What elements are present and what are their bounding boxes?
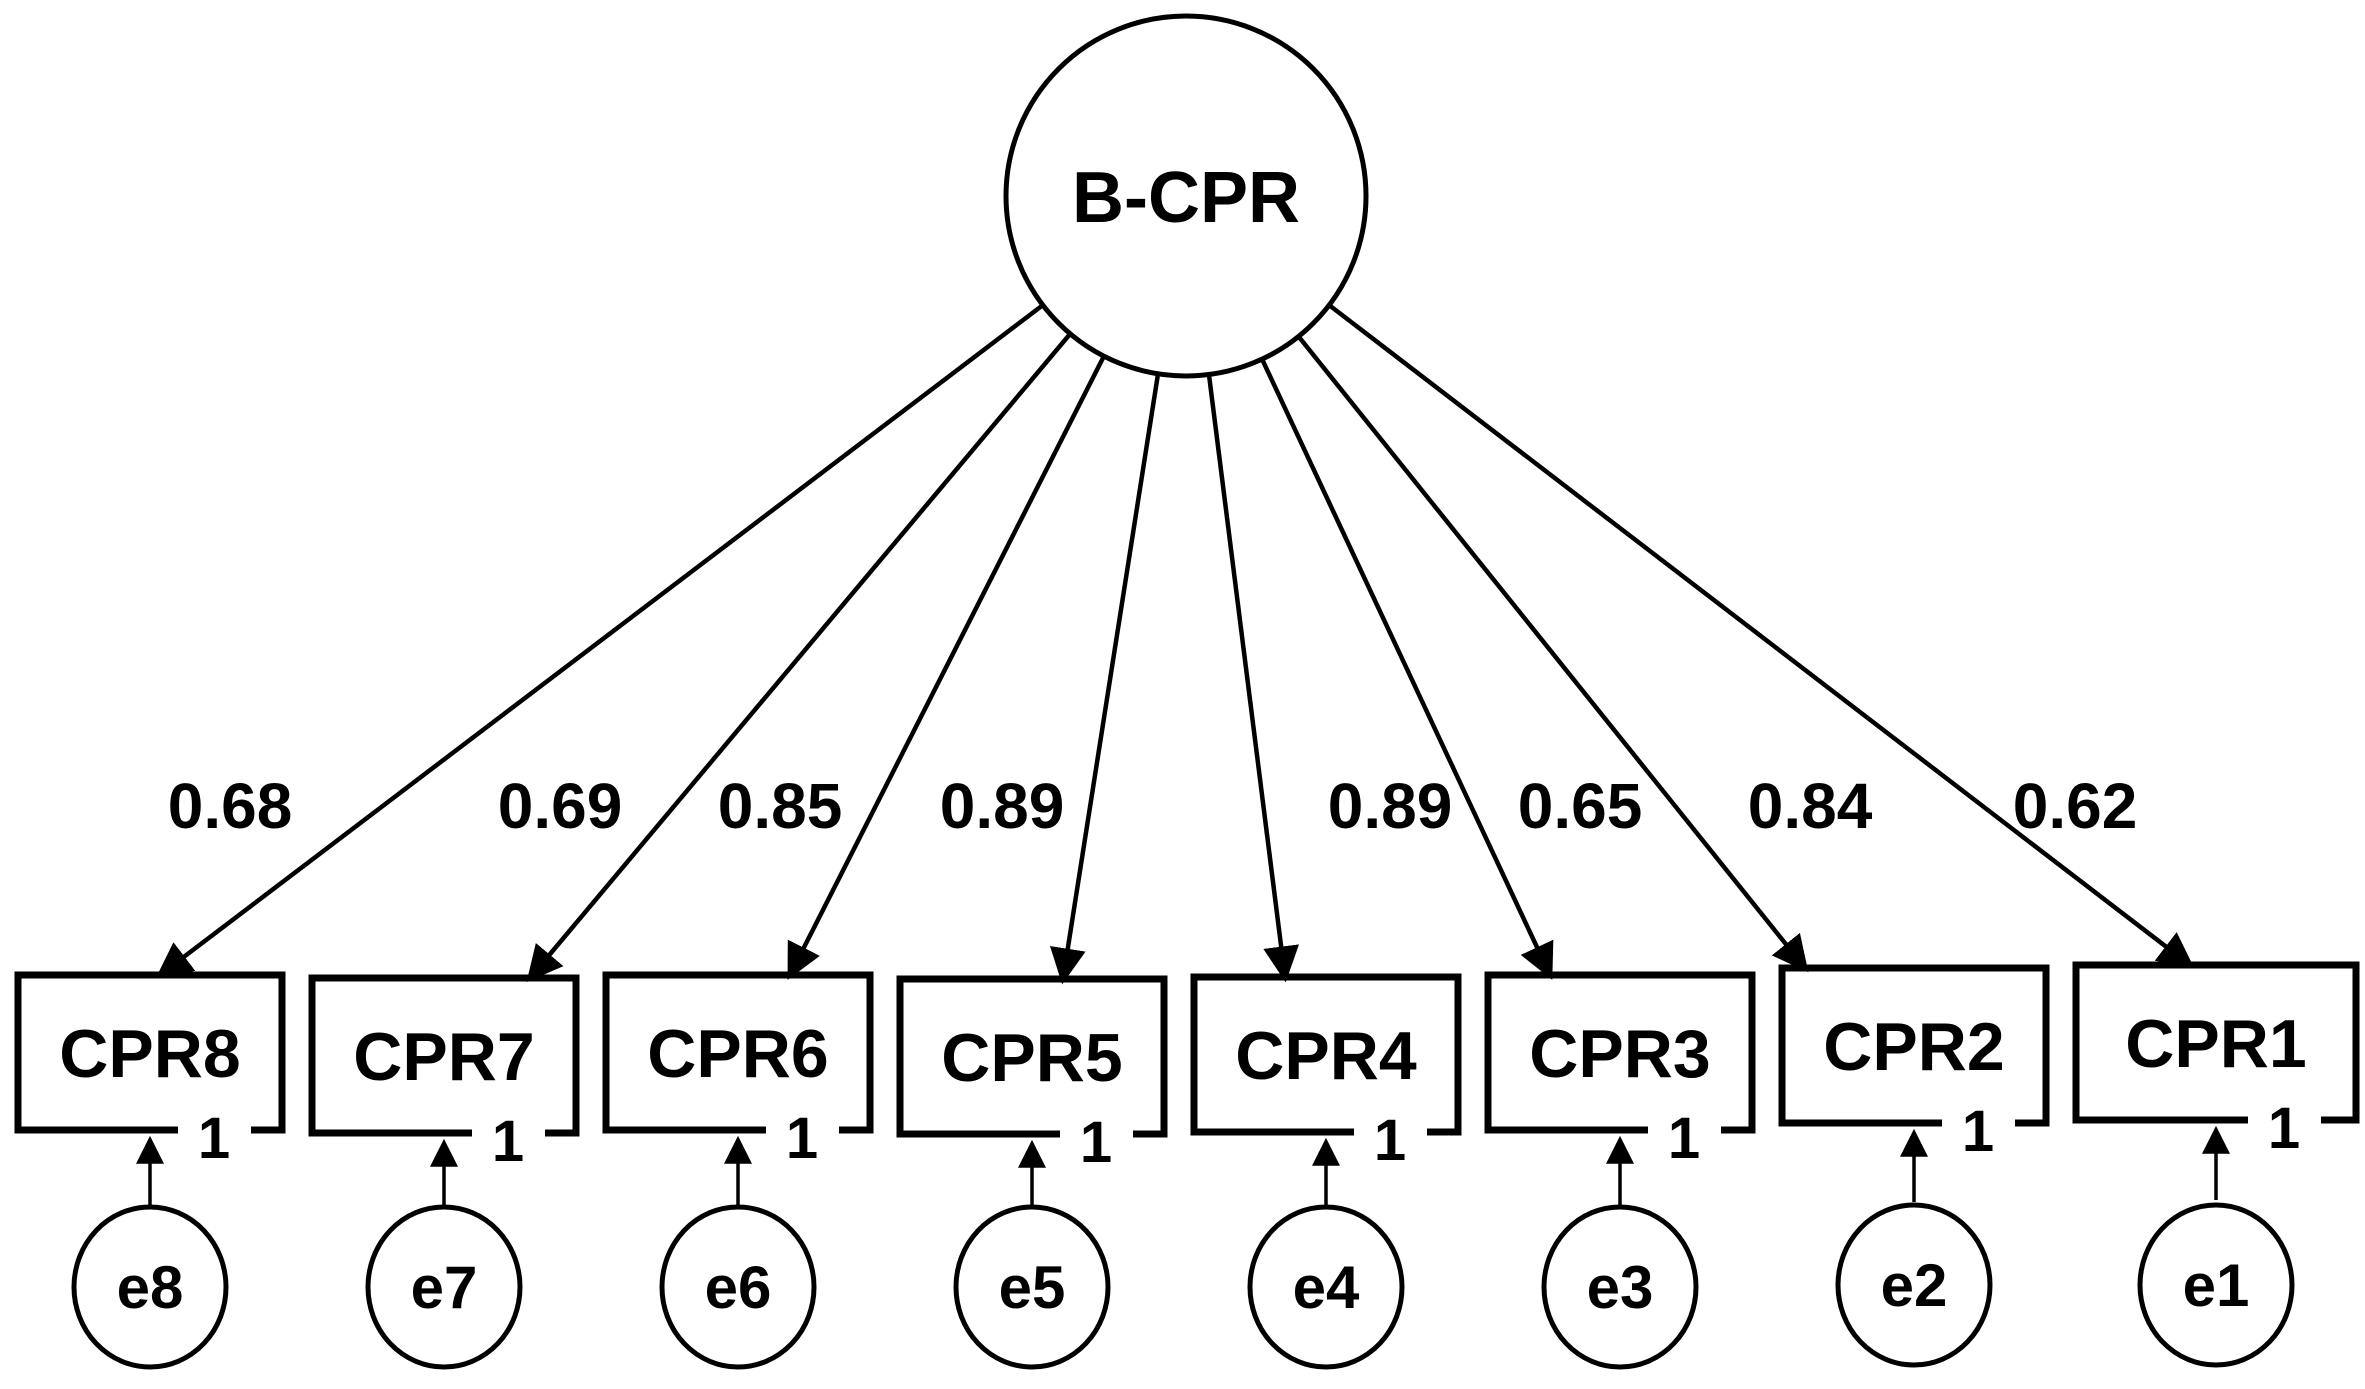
error-weight-label: 1 <box>1668 1106 1700 1171</box>
loading-arrow <box>1327 303 2195 969</box>
indicator-rect <box>602 971 874 1134</box>
loading-arrow <box>1049 373 1161 985</box>
error-node-label: e5 <box>999 1254 1066 1321</box>
latent-node: B-CPR <box>1003 13 1369 379</box>
loading-label: 0.65 <box>1518 770 1643 842</box>
loading-label: 0.89 <box>940 770 1065 842</box>
indicator-group: 0.85 CPR6 1 e6 <box>602 354 1107 1370</box>
loading-arrow <box>1297 335 1809 973</box>
indicator-group: 0.89 CPR5 1 e5 <box>896 373 1168 1370</box>
loading-arrow <box>787 354 1107 980</box>
loading-label: 0.85 <box>718 770 843 842</box>
error-node-label: e3 <box>1587 1254 1654 1321</box>
loading-label: 0.89 <box>1328 770 1453 842</box>
indicator-label: CPR3 <box>1529 1016 1710 1092</box>
indicator-rect <box>1778 964 2050 1127</box>
indicator-rect <box>1190 973 1462 1136</box>
error-node <box>71 1204 229 1370</box>
indicator-label: CPR4 <box>1235 1018 1417 1094</box>
latent-node-label: B-CPR <box>1072 158 1300 238</box>
indicator-label: CPR7 <box>353 1019 534 1095</box>
loading-arrow <box>1206 374 1300 983</box>
indicator-label: CPR8 <box>59 1016 240 1092</box>
error-node-label: e8 <box>117 1254 184 1321</box>
error-weight-label: 1 <box>1080 1110 1112 1175</box>
indicator-group: 0.69 CPR7 1 e7 <box>308 332 1072 1370</box>
indicator-group: 0.84 CPR2 1 e2 <box>1297 335 2050 1368</box>
loading-arrow <box>155 303 1045 979</box>
indicator-group: 0.62 CPR1 1 e1 <box>1327 303 2360 1368</box>
error-node-label: e7 <box>411 1254 478 1321</box>
error-node <box>659 1204 817 1370</box>
error-weight-label: 1 <box>786 1106 818 1171</box>
indicator-label: CPR6 <box>647 1016 828 1092</box>
indicator-group: 0.68 CPR8 1 e8 <box>14 303 1045 1370</box>
indicator-rect <box>896 975 1168 1138</box>
error-weight-label: 1 <box>2268 1096 2300 1161</box>
error-node <box>365 1204 523 1370</box>
indicator-group: 0.65 CPR3 1 e3 <box>1259 358 1756 1370</box>
indicator-group: 0.89 CPR4 1 e4 <box>1190 374 1462 1370</box>
error-node-label: e4 <box>1293 1254 1360 1321</box>
error-weight-label: 1 <box>492 1109 524 1174</box>
indicator-rect <box>308 974 580 1137</box>
error-node-label: e1 <box>2183 1252 2250 1319</box>
loading-label: 0.62 <box>2013 770 2138 842</box>
error-weight-label: 1 <box>1962 1099 1994 1164</box>
error-node <box>953 1204 1111 1370</box>
indicator-rect <box>1484 971 1756 1134</box>
error-node <box>1247 1204 1405 1370</box>
latent-node-circle <box>1003 13 1369 379</box>
loading-arrow <box>1259 358 1554 980</box>
loading-label: 0.84 <box>1748 770 1873 842</box>
indicator-label: CPR1 <box>2125 1006 2306 1082</box>
error-node-label: e6 <box>705 1254 772 1321</box>
indicator-label: CPR2 <box>1823 1009 2004 1085</box>
loading-label: 0.68 <box>168 770 293 842</box>
error-node <box>1541 1204 1699 1370</box>
error-node <box>1835 1202 1993 1368</box>
indicator-label: CPR5 <box>941 1020 1122 1096</box>
error-node-label: e2 <box>1881 1252 1948 1319</box>
error-weight-label: 1 <box>198 1106 230 1171</box>
loading-label: 0.69 <box>498 770 623 842</box>
indicator-rect <box>14 971 286 1134</box>
loading-arrow <box>526 332 1072 983</box>
indicator-rect <box>2072 961 2360 1124</box>
error-weight-label: 1 <box>1374 1108 1406 1173</box>
error-node <box>2137 1202 2295 1368</box>
